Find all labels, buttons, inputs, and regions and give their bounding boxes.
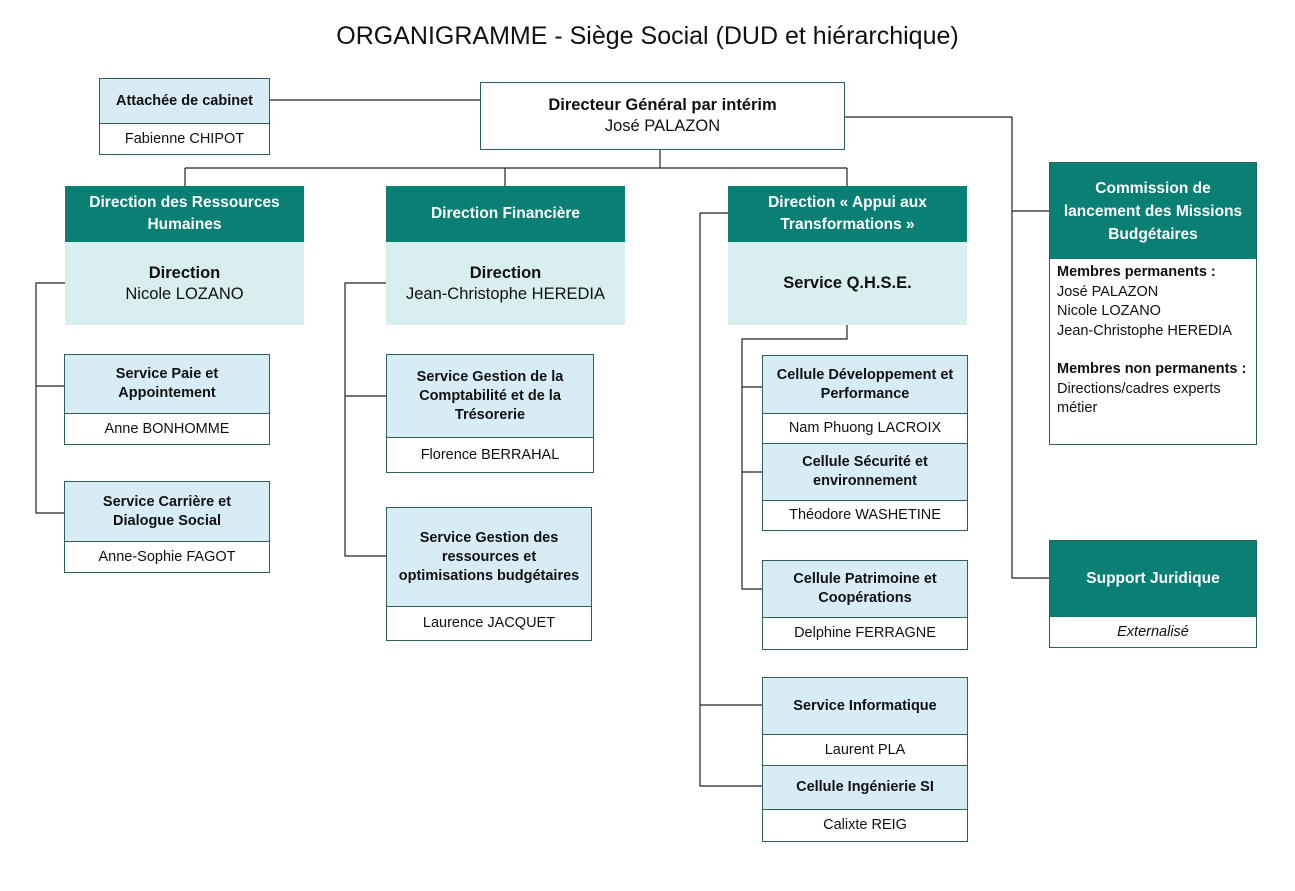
nonperm-text: Directions/cadres experts métier (1057, 380, 1221, 417)
cell-person: Calixte REIG (763, 809, 967, 841)
service-person: Anne BONHOMME (65, 413, 269, 444)
cell-person: Delphine FERRAGNE (763, 617, 967, 649)
cabinet-name: Fabienne CHIPOT (100, 123, 269, 154)
juridique-note: Externalisé (1050, 617, 1256, 647)
cell-label: Cellule Sécurité et environnement (763, 444, 967, 500)
commission-header: Commission de lancement des Missions Bud… (1050, 163, 1256, 259)
service-label: Service Carrière et Dialogue Social (65, 482, 269, 541)
df-sub-name: Jean-Christophe HEREDIA (406, 284, 605, 303)
service-label: Service Gestion des ressources et optimi… (387, 508, 591, 606)
cabinet-role: Attachée de cabinet (100, 79, 269, 123)
perm-member: José PALAZON (1057, 283, 1159, 300)
dat-cell-3: Cellule Patrimoine et Coopérations Delph… (762, 560, 968, 650)
service-label: Service Paie et Appointement (65, 355, 269, 413)
service-label: Service Informatique (763, 678, 967, 734)
cell-label: Cellule Patrimoine et Coopérations (763, 561, 967, 617)
nonperm-title: Membres non permanents : (1057, 361, 1247, 377)
dat-informatique: Service Informatique Laurent PLA Cellule… (762, 677, 968, 842)
drh-service-1: Service Paie et Appointement Anne BONHOM… (64, 354, 270, 445)
df-header: Direction Financière (386, 186, 625, 242)
df-service-1: Service Gestion de la Comptabilité et de… (386, 354, 594, 473)
service-person: Laurence JACQUET (387, 606, 591, 640)
df-service-2: Service Gestion des ressources et optimi… (386, 507, 592, 641)
drh-sub-label: Direction (148, 263, 221, 282)
drh-direction: Direction des Ressources Humaines Direct… (65, 186, 304, 325)
service-person: Anne-Sophie FAGOT (65, 541, 269, 572)
drh-service-2: Service Carrière et Dialogue Social Anne… (64, 481, 270, 573)
dg-box: Directeur Général par intérim José PALAZ… (480, 82, 845, 150)
cell-label: Cellule Développement et Performance (763, 356, 967, 413)
drh-header: Direction des Ressources Humaines (65, 186, 304, 242)
service-person: Laurent PLA (763, 734, 967, 765)
perm-member: Jean-Christophe HEREDIA (1057, 322, 1232, 339)
juridique-header: Support Juridique (1050, 541, 1256, 617)
dat-cell-2: Cellule Sécurité et environnement Théodo… (762, 443, 968, 531)
service-person: Florence BERRAHAL (387, 437, 593, 472)
perm-member: Nicole LOZANO (1057, 303, 1161, 319)
dg-name: José PALAZON (604, 117, 721, 135)
page-title: ORGANIGRAMME - Siège Social (DUD et hiér… (336, 22, 959, 50)
cell-label: Cellule Ingénierie SI (763, 765, 967, 809)
dat-sub-label: Service Q.H.S.E. (783, 274, 912, 292)
perm-title: Membres permanents : (1057, 264, 1216, 280)
df-sub-label: Direction (469, 263, 542, 282)
drh-sub-name: Nicole LOZANO (125, 284, 244, 303)
dat-header: Direction « Appui aux Transformations » (728, 186, 967, 242)
dat-direction: Direction « Appui aux Transformations » … (728, 186, 967, 325)
commission-box: Commission de lancement des Missions Bud… (1049, 162, 1257, 445)
dat-cell-1: Cellule Développement et Performance Nam… (762, 355, 968, 444)
df-direction: Direction Financière Direction Jean-Chri… (386, 186, 625, 325)
dg-role: Directeur Général par intérim (548, 96, 777, 114)
cell-person: Nam Phuong LACROIX (763, 413, 967, 443)
juridique-box: Support Juridique Externalisé (1049, 540, 1257, 648)
cell-person: Théodore WASHETINE (763, 500, 967, 530)
cabinet-box: Attachée de cabinet Fabienne CHIPOT (99, 78, 270, 155)
service-label: Service Gestion de la Comptabilité et de… (387, 355, 593, 437)
